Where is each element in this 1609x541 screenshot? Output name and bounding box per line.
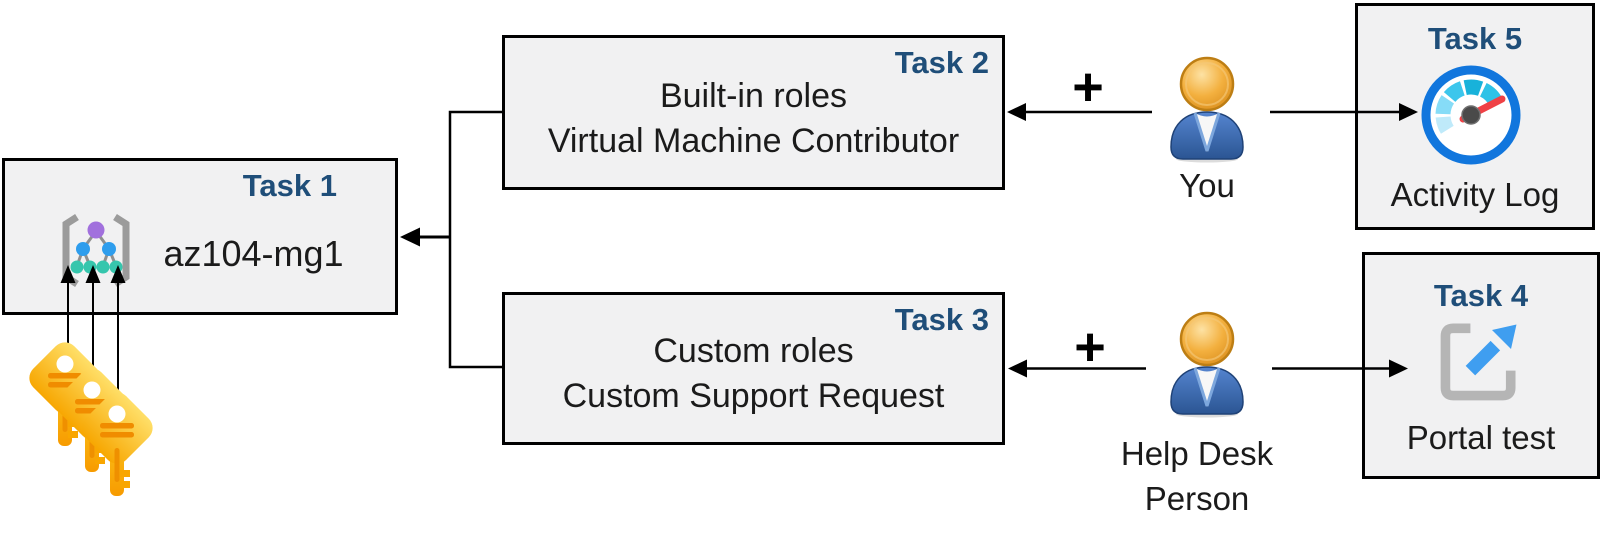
- task2-badge: Task 2: [894, 45, 989, 80]
- plus-sign-top: +: [1072, 57, 1104, 117]
- helpdesk-label-line2: Person: [1144, 480, 1250, 517]
- person-icon-helpdesk: [1170, 311, 1244, 418]
- helpdesk-label: Help Desk Person: [1097, 431, 1297, 521]
- arrow-to-task1: [400, 227, 420, 247]
- task4-box: Task 4 Portal test: [1362, 252, 1600, 479]
- task3-line1: Custom roles: [653, 332, 854, 370]
- task3-badge: Task 3: [894, 302, 989, 337]
- task5-box: Task 5 Activity Log: [1355, 3, 1595, 230]
- task1-label: az104-mg1: [163, 233, 344, 274]
- junction-connector: [416, 110, 502, 369]
- task2-line1: Built-in roles: [659, 77, 848, 115]
- gauge-icon: [1421, 65, 1521, 165]
- task1-badge: Task 1: [242, 168, 337, 203]
- task3-line2: Custom Support Request: [562, 377, 945, 415]
- task2-box: Task 2 Built-in roles Virtual Machine Co…: [502, 35, 1005, 190]
- you-label: You: [1179, 167, 1235, 204]
- task2-line2: Virtual Machine Contributor: [547, 122, 960, 160]
- helpdesk-label-line1: Help Desk: [1120, 435, 1274, 472]
- task5-badge: Task 5: [1427, 21, 1523, 56]
- task3-box: Task 3 Custom roles Custom Support Reque…: [502, 292, 1005, 445]
- plus-sign-bottom: +: [1074, 317, 1106, 377]
- task1-box: Task 1 az104-mg1: [2, 158, 398, 315]
- task4-label: Portal test: [1406, 419, 1556, 456]
- key-icons: [23, 336, 159, 496]
- external-link-icon: [1440, 323, 1517, 401]
- person-icon-you: [1170, 56, 1244, 163]
- management-group-icon: [62, 214, 130, 287]
- task4-badge: Task 4: [1433, 278, 1529, 313]
- task5-label: Activity Log: [1390, 176, 1560, 213]
